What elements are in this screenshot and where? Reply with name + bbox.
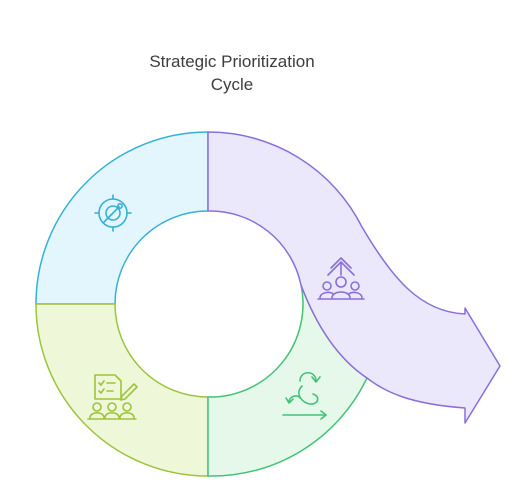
checklist-team-icon [87,374,138,420]
team-rising-arrow-icon [317,257,365,300]
title-line-1: Strategic Prioritization [149,52,315,71]
circular-cycle-arrow-icon [282,371,327,420]
segment-top-left [35,131,209,305]
title-line-2: Cycle [210,75,254,94]
segment-top-right-arrow [207,131,501,424]
target-gauge-icon [94,194,132,232]
diagram-title: Strategic Prioritization Cycle [0,50,464,96]
segment-bottom-left [35,303,209,477]
